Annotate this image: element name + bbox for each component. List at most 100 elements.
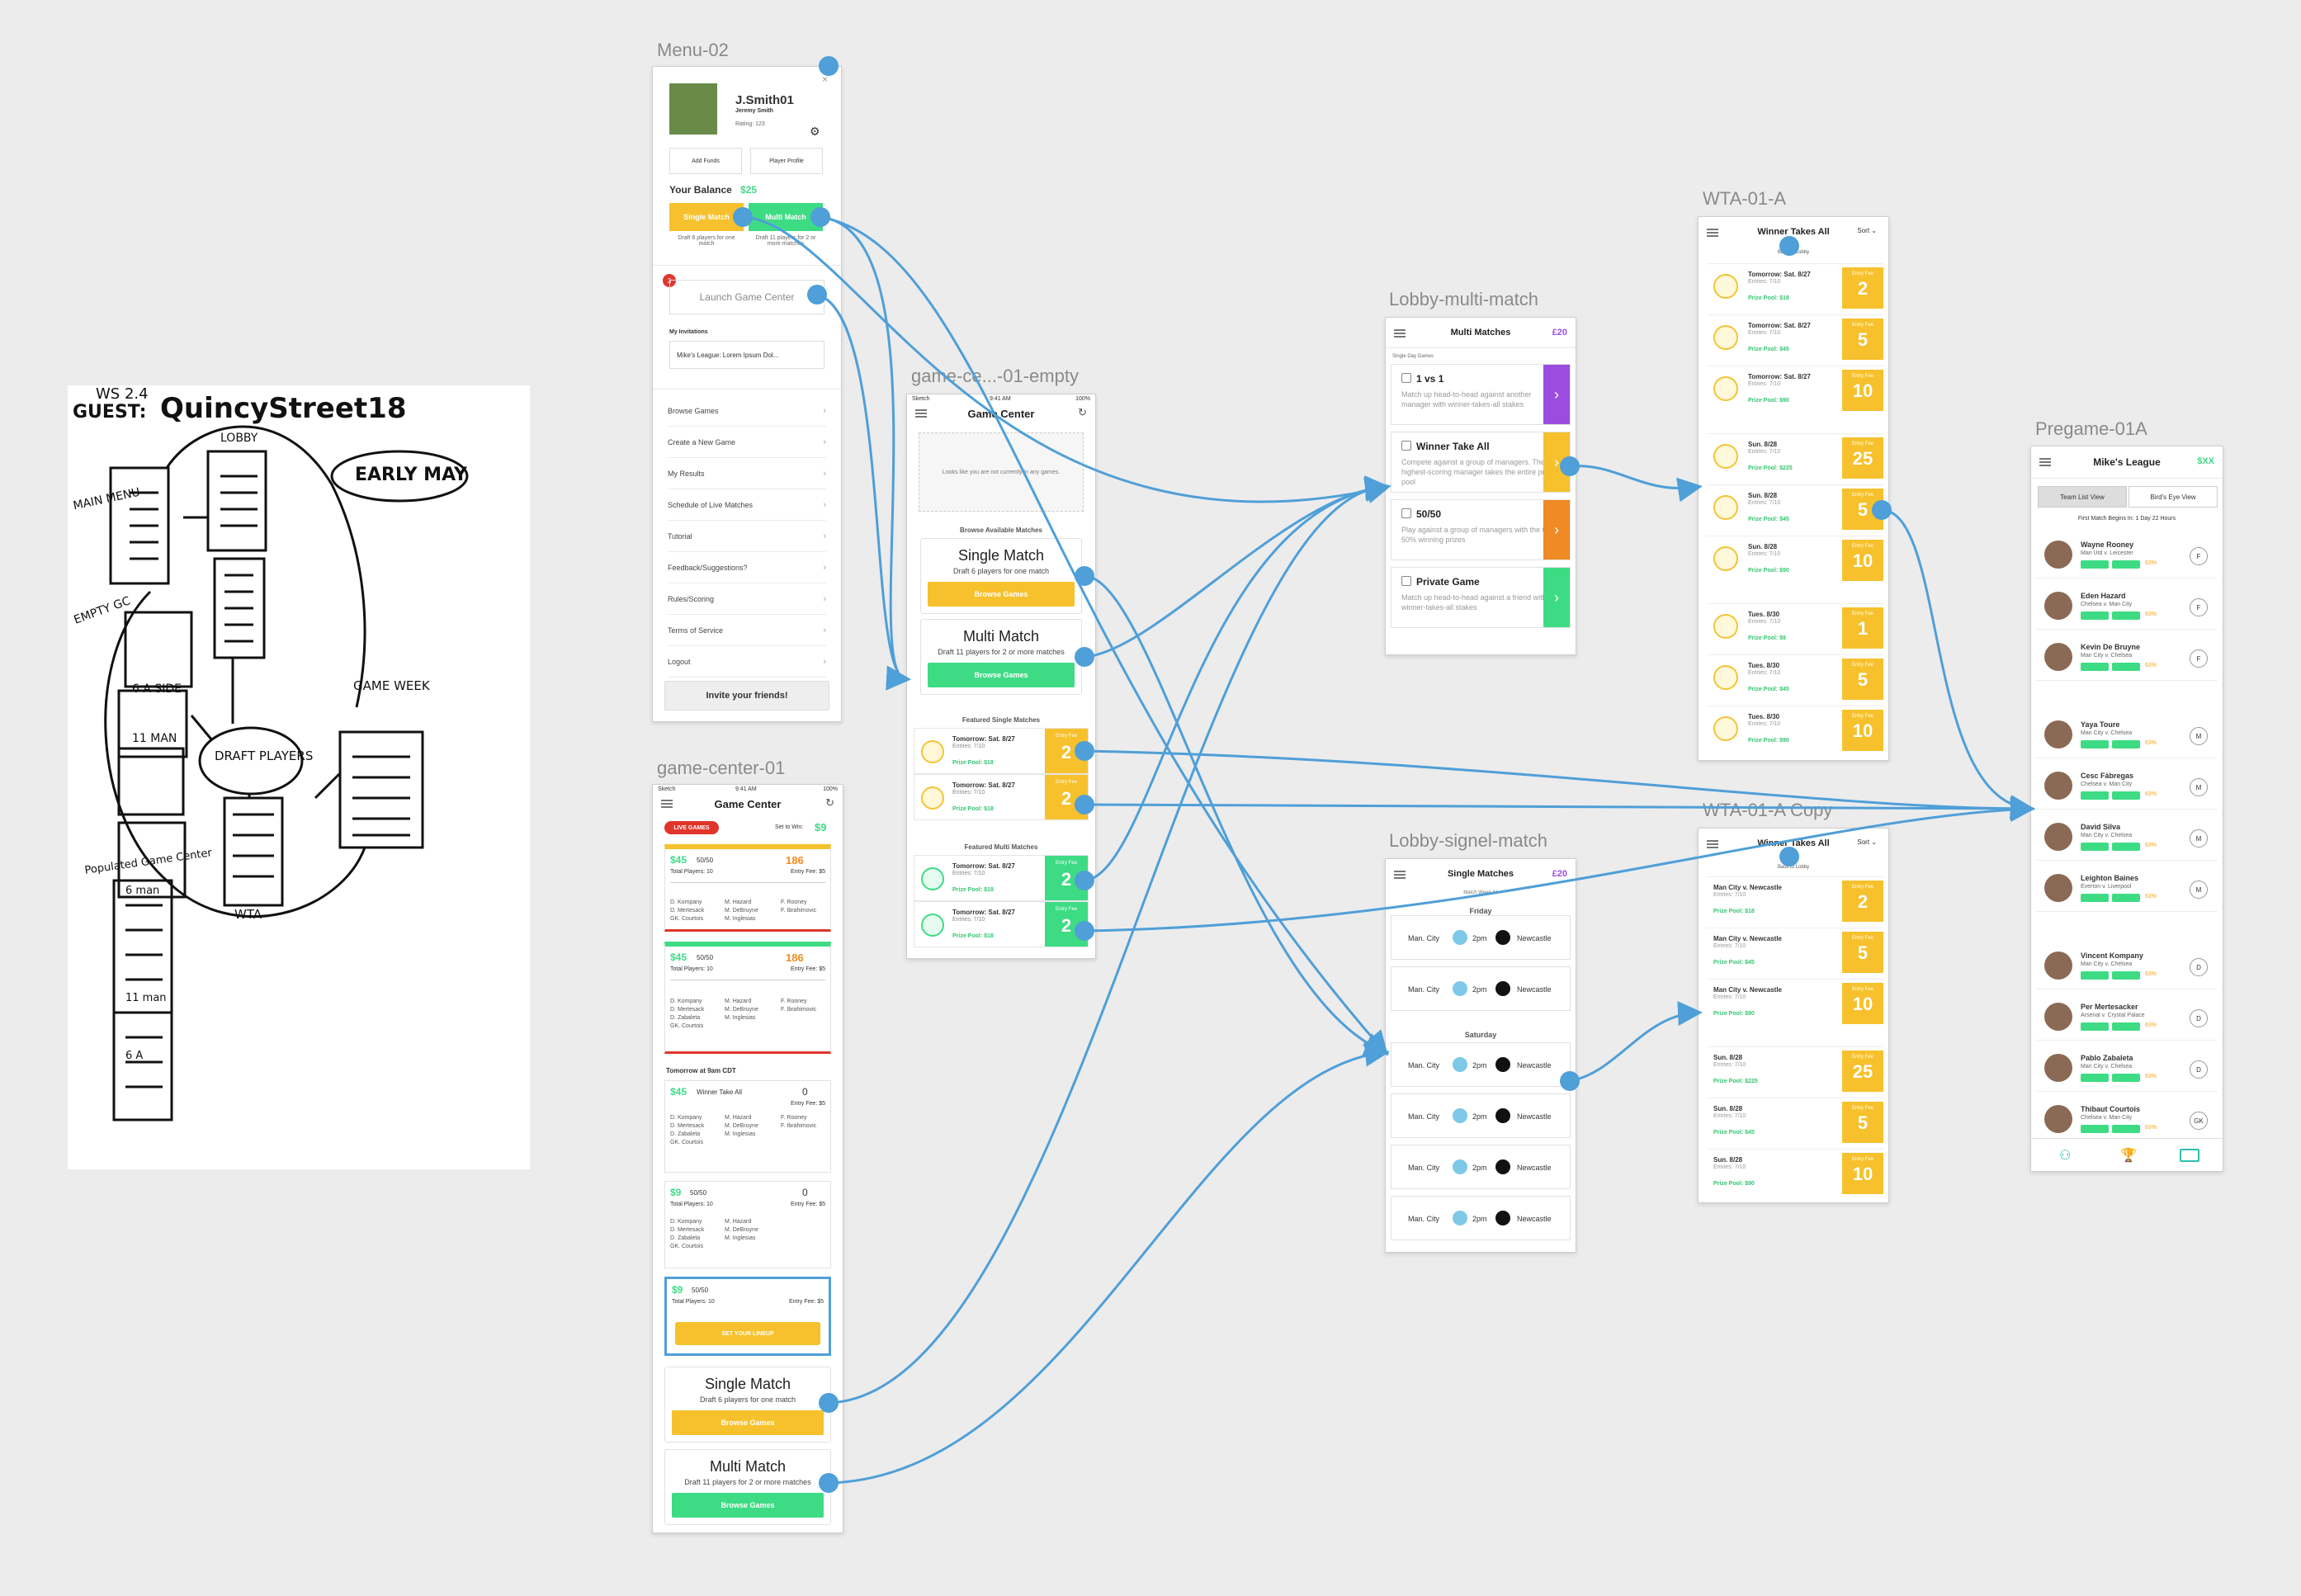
gear-icon[interactable]: ⚙ <box>810 125 820 138</box>
single-match-button[interactable]: Single Match <box>669 203 744 231</box>
menu-item[interactable]: Tutorial› <box>668 521 826 552</box>
menu-item[interactable]: Logout› <box>668 646 826 678</box>
trophy-icon[interactable]: 🏆 <box>2120 1149 2137 1163</box>
browse-games-button[interactable]: Browse Games <box>928 663 1075 687</box>
scoreboard-icon[interactable] <box>2180 1149 2199 1162</box>
invite-friends-button[interactable]: Invite your friends! <box>664 681 829 711</box>
player-profile-button[interactable]: Player Profile <box>750 148 823 174</box>
browse-games-button[interactable]: Browse Games <box>928 582 1075 607</box>
back-to-lobby-link[interactable]: Back to Lobby <box>1777 865 1810 870</box>
menu-item[interactable]: Browse Games› <box>668 395 826 427</box>
multi-match-button[interactable]: Multi Match <box>749 203 823 231</box>
hamburger-icon[interactable] <box>1707 229 1718 237</box>
menu-item[interactable]: Terms of Service› <box>668 615 826 646</box>
refresh-icon[interactable]: ↻ <box>1078 406 1087 418</box>
sort-dropdown[interactable]: Sort ⌄ <box>1857 227 1877 234</box>
set-lineup-button[interactable]: SET YOUR LINEUP <box>675 1322 820 1345</box>
tab-birds-eye[interactable]: Bird's Eye View <box>2129 486 2218 508</box>
add-funds-button[interactable]: Add Funds <box>669 148 742 174</box>
menu-item[interactable]: Create a New Game› <box>668 427 826 458</box>
launch-game-center-button[interactable]: Launch Game Center <box>669 280 824 314</box>
close-icon[interactable]: × <box>822 73 829 85</box>
invitation-item[interactable]: Mike's League: Lorem Ipsum Dol... <box>669 341 824 369</box>
hamburger-icon[interactable] <box>661 800 673 808</box>
upcoming-game-card[interactable]: $45 Winner Take All 0 Entry Fee: $5 D. K… <box>664 1080 831 1173</box>
browse-games-button[interactable]: Browse Games <box>672 1410 824 1435</box>
menu-item[interactable]: My Results› <box>668 458 826 489</box>
menu-item[interactable]: Rules/Scoring› <box>668 583 826 615</box>
refresh-icon[interactable]: ↻ <box>825 796 834 809</box>
live-game-card[interactable]: $45 50/50 186 Total Players: 10 Entry Fe… <box>664 844 831 932</box>
hamburger-icon[interactable] <box>1394 329 1406 338</box>
menu-item[interactable]: Schedule of Live Matches› <box>668 489 826 521</box>
back-to-lobby-link[interactable]: Back to Lobby <box>1777 250 1810 255</box>
sort-dropdown[interactable]: Sort ⌄ <box>1857 838 1877 846</box>
lineup-game-card[interactable]: $9 50/50 Total Players: 10 Entry Fee: $5… <box>664 1277 831 1356</box>
hamburger-icon[interactable] <box>2039 458 2051 466</box>
live-game-card[interactable]: $45 50/50 186 Total Players: 10 Entry Fe… <box>664 942 831 1054</box>
tab-team-list[interactable]: Team List View <box>2038 486 2127 508</box>
team-icon[interactable]: ⚇ <box>2059 1149 2072 1163</box>
upcoming-game-card[interactable]: $9 50/50 0 Total Players: 10 Entry Fee: … <box>664 1181 831 1268</box>
